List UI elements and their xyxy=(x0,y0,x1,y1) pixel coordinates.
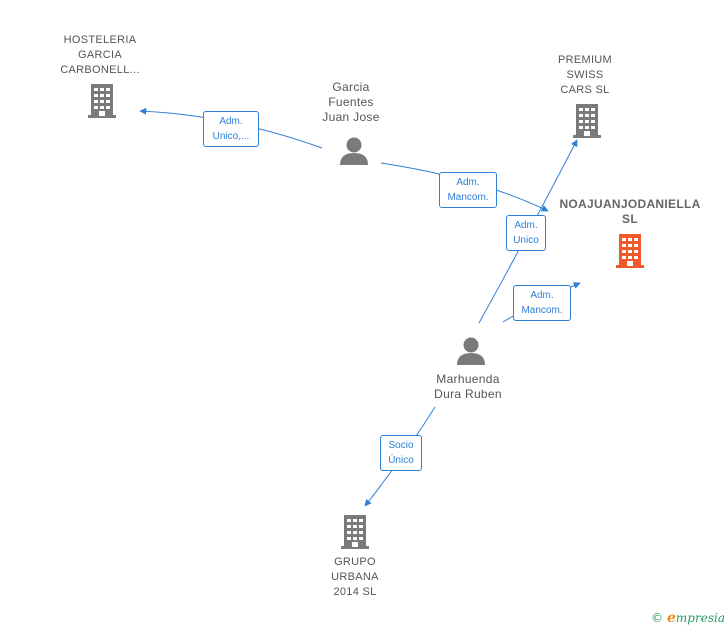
label-line: GRUPO xyxy=(334,556,376,568)
edge-label-line: Adm. xyxy=(530,290,554,301)
edge-label-line: Adm. xyxy=(514,220,538,231)
label-line: PREMIUM xyxy=(557,54,613,66)
copyright-icon: © xyxy=(651,611,663,625)
label-line: HOSTELERIA xyxy=(63,34,137,46)
label-line: CARS SL xyxy=(560,84,610,96)
label-line: Garcia xyxy=(332,80,370,94)
building-icon[interactable] xyxy=(339,515,371,549)
label-line: GARCIA xyxy=(78,49,122,61)
edge-label-garcia-hosteleria[interactable]: Adm. Unico,... xyxy=(203,111,259,147)
edge-label-line: Mancom. xyxy=(521,305,563,316)
node-label-premium[interactable]: PREMIUM SWISS CARS SL xyxy=(535,53,635,98)
brand-initial: e xyxy=(667,610,676,626)
edge-label-line: Mancom. xyxy=(447,192,489,203)
edge-label-line: Adm. xyxy=(456,177,480,188)
edge-label-line: Adm. xyxy=(219,116,243,127)
node-label-marhuenda[interactable]: Marhuenda Dura Ruben xyxy=(418,372,518,402)
label-line: CARBONELL... xyxy=(60,64,140,76)
label-line: 2014 SL xyxy=(333,586,377,598)
node-label-grupo[interactable]: GRUPO URBANA 2014 SL xyxy=(305,555,405,600)
label-line: NOAJUANJODANIELLA xyxy=(559,197,701,211)
edge-label-line: Unico,... xyxy=(212,131,250,142)
edge-label-line: Único xyxy=(388,455,414,466)
person-icon[interactable] xyxy=(338,136,370,166)
edge-label-marhuenda-premium[interactable]: Adm. Unico xyxy=(506,215,546,251)
person-icon[interactable] xyxy=(455,336,487,366)
building-icon[interactable] xyxy=(571,104,603,138)
node-label-garcia[interactable]: Garcia Fuentes Juan Jose xyxy=(301,80,401,125)
label-line: URBANA xyxy=(331,571,379,583)
edge-label-line: Socio xyxy=(388,440,414,451)
edge-label-marhuenda-noajuan[interactable]: Adm. Mancom. xyxy=(513,285,571,321)
brand-name: mpresia xyxy=(675,611,725,625)
empresia-logo: © empresia xyxy=(651,610,725,626)
edge-label-marhuenda-grupo[interactable]: Socio Único xyxy=(380,435,422,471)
edge-label-line: Unico xyxy=(513,235,539,246)
edge-label-garcia-noajuan[interactable]: Adm. Mancom. xyxy=(439,172,497,208)
node-label-noajuan[interactable]: NOAJUANJODANIELLA SL xyxy=(550,197,710,227)
node-label-hosteleria[interactable]: HOSTELERIA GARCIA CARBONELL... xyxy=(50,33,150,78)
label-line: Fuentes xyxy=(328,95,374,109)
label-line: SL xyxy=(622,212,638,226)
label-line: Marhuenda xyxy=(436,372,500,386)
label-line: Juan Jose xyxy=(322,110,380,124)
label-line: Dura Ruben xyxy=(434,387,502,401)
building-icon[interactable] xyxy=(86,84,118,118)
label-line: SWISS xyxy=(566,69,604,81)
building-icon[interactable] xyxy=(614,234,646,268)
